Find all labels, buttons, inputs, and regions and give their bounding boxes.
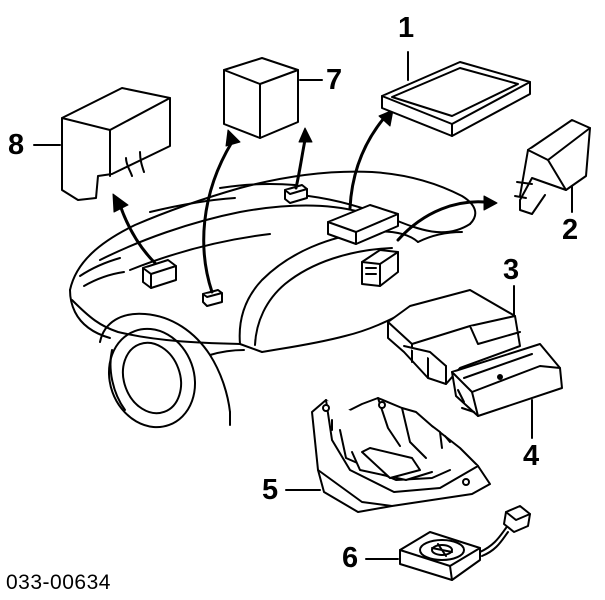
callout-5: 5 (262, 474, 279, 506)
vehicle-body (69, 170, 477, 429)
callout-3: 3 (503, 254, 520, 286)
assembly-arrows (118, 116, 487, 294)
part-3-drawing (387, 289, 521, 385)
part-4-drawing (451, 343, 563, 417)
callout-7: 7 (326, 64, 343, 96)
callout-2: 2 (562, 214, 579, 246)
callout-6: 6 (342, 542, 359, 574)
callout-8: 8 (8, 129, 25, 161)
part-7-drawing (223, 57, 299, 139)
part-1-drawing (381, 61, 531, 137)
callout-4: 4 (523, 440, 540, 472)
part-2-drawing (514, 119, 591, 215)
arrow-heads (112, 109, 498, 213)
mounted-modules (142, 184, 399, 307)
part-5-drawing (311, 397, 491, 513)
callout-1: 1 (398, 12, 415, 44)
part-8-drawing (61, 87, 171, 201)
part-6-drawing (399, 505, 531, 581)
diagram-code: 033-00634 (6, 571, 111, 594)
